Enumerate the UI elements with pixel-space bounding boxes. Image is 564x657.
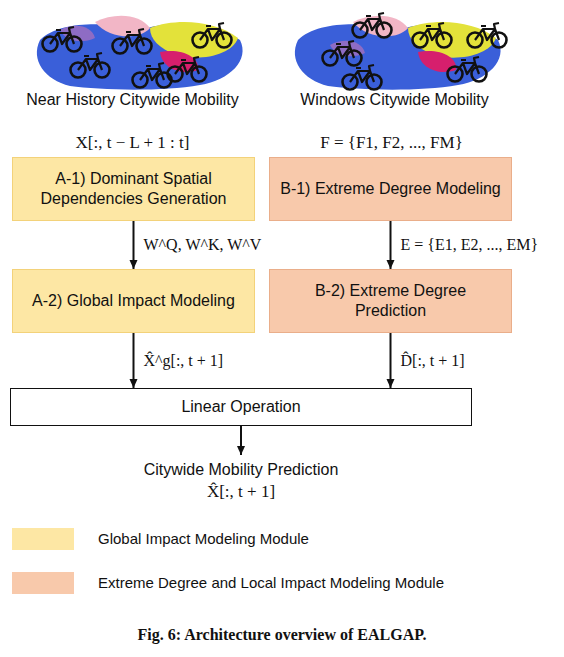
edge-label: W^Q, W^K, W^V — [142, 236, 264, 254]
process-box: A-1) Dominant Spatial Dependencies Gener… — [12, 157, 255, 221]
process-box: B-1) Extreme Degree Modeling — [269, 157, 512, 221]
process-box: B-2) Extreme Degree Prediction — [269, 269, 512, 333]
city-map-left — [37, 16, 243, 90]
bike-icons — [43, 13, 507, 90]
process-box: Linear Operation — [10, 388, 472, 426]
edge-label: X̂^g[:, t + 1] — [142, 352, 226, 370]
legend-text: Global Impact Modeling Module — [98, 530, 309, 547]
text-label: Windows Citywide Mobility — [282, 90, 507, 109]
process-box: A-2) Global Impact Modeling — [12, 269, 255, 333]
text-label: X̂[:, t + 1] — [10, 482, 472, 502]
box-text: B-2) Extreme Degree Prediction — [280, 281, 501, 321]
edge-label: E = {E1, E2, ..., EM} — [399, 236, 541, 254]
figure-caption: Fig. 6: Architecture overview of EALGAP. — [0, 626, 564, 644]
connector-arrow — [133, 221, 135, 269]
city-map-right — [295, 16, 501, 90]
connector-arrow — [390, 333, 392, 388]
text-label: Citywide Mobility Prediction — [10, 460, 472, 479]
connector-arrow — [133, 333, 135, 388]
box-text: A-2) Global Impact Modeling — [32, 291, 235, 311]
box-text: Linear Operation — [181, 397, 300, 417]
box-text: A-1) Dominant Spatial Dependencies Gener… — [23, 169, 244, 209]
legend-swatch — [12, 572, 74, 594]
text-label: Near History Citywide Mobility — [20, 90, 245, 109]
output-arrow — [240, 426, 242, 455]
legend-text: Extreme Degree and Local Impact Modeling… — [98, 574, 444, 591]
box-text: B-1) Extreme Degree Modeling — [280, 179, 501, 199]
edge-label: D̂[:, t + 1] — [399, 352, 467, 370]
text-label: X[:, t − L + 1 : t] — [10, 133, 255, 153]
connector-arrow — [390, 221, 392, 269]
text-label: F = {F1, F2, ..., FM} — [269, 133, 514, 153]
legend-swatch — [12, 528, 74, 550]
